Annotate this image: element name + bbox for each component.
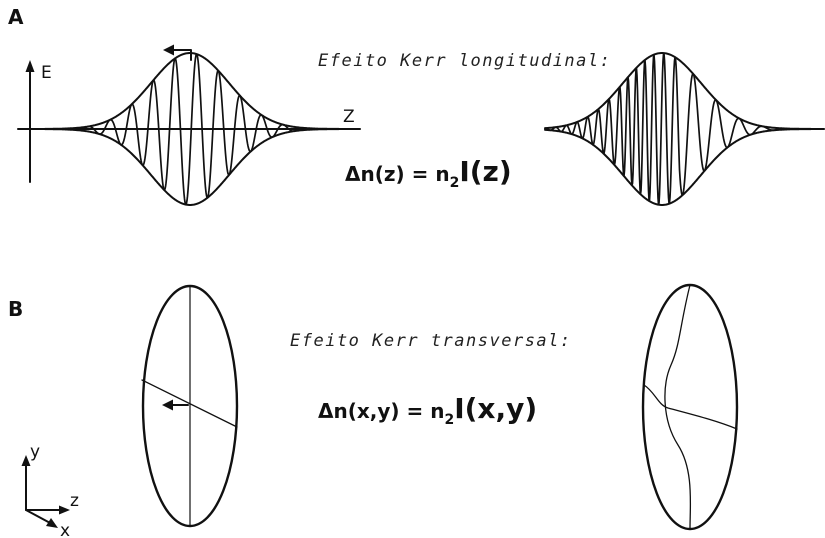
panel-b-label: B: [8, 297, 23, 321]
transversal-equation: Δn(x,y) = n2I(x,y): [318, 392, 537, 428]
beam-cross-section-original: [141, 284, 239, 528]
pulse-steepened: [544, 52, 825, 206]
x-axis-label: x: [60, 521, 70, 538]
e-axis-label: E: [41, 63, 52, 83]
pulse-original: [44, 52, 346, 206]
pulse-oscillation: [44, 53, 346, 206]
transversal-caption: Efeito Kerr transversal:: [290, 331, 572, 351]
z-axis-label-b: z: [70, 491, 79, 511]
y-axis-label: y: [30, 442, 40, 462]
longitudinal-equation: Δn(z) = n2I(z): [345, 155, 512, 191]
e-axis-arrowhead: [25, 60, 35, 72]
panel-a-label: A: [8, 5, 24, 29]
propagation-arrow: [163, 44, 192, 61]
longitudinal-caption: Efeito Kerr longitudinal:: [318, 51, 611, 71]
steepened-oscillation: [544, 52, 825, 206]
beam-cross-section-distorted: [641, 283, 739, 531]
lens-arrow: [162, 399, 173, 411]
xyz-coordinate-axes: [21, 455, 70, 528]
z-axis-label: Z: [343, 107, 355, 127]
